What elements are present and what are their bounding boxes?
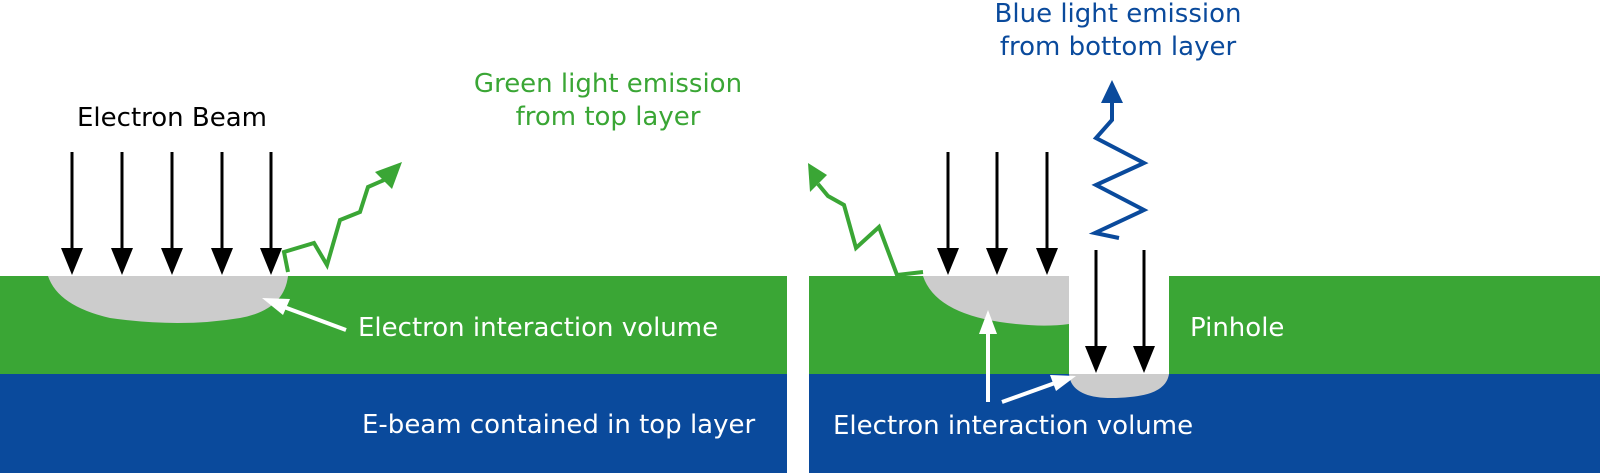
beam-arrow: [986, 152, 1008, 275]
pinhole-label: Pinhole: [1190, 313, 1284, 343]
left-green-emission-arrow: [281, 162, 402, 273]
right-volume-pointer-arrows: [979, 310, 1076, 404]
right-top-interaction-volume: [923, 276, 1069, 326]
blue-emission-label-line1: Blue light emission: [995, 0, 1242, 29]
green-emission-label-line1: Green light emission: [474, 69, 742, 99]
left-volume-label: Electron interaction volume: [358, 313, 718, 343]
electron-beam-label: Electron Beam: [77, 103, 267, 133]
beam-arrow: [937, 152, 959, 275]
right-volume-label: Electron interaction volume: [833, 411, 1193, 441]
left-blue-bottom-layer: [0, 374, 787, 473]
right-electron-beam-arrows: [937, 152, 1058, 275]
beam-arrow: [260, 152, 282, 275]
left-interaction-volume: [48, 276, 288, 323]
blue-emission-label-line2: from bottom layer: [1000, 32, 1237, 62]
beam-arrow: [111, 152, 133, 275]
left-electron-beam-arrows: [61, 152, 282, 275]
right-blue-bottom-layer: [809, 374, 1600, 473]
beam-arrow: [61, 152, 83, 275]
beam-arrow: [1036, 152, 1058, 275]
beam-arrow: [1133, 250, 1155, 373]
right-green-emission-arrow: [808, 163, 924, 278]
beam-arrow: [161, 152, 183, 275]
left-volume-pointer-arrow: [262, 298, 347, 332]
pinhole-opening: [1069, 276, 1169, 374]
beam-arrow: [211, 152, 233, 275]
panel-divider-gap: [787, 276, 809, 473]
right-bottom-interaction-volume: [1069, 374, 1169, 398]
e-beam-contained-label: E-beam contained in top layer: [362, 410, 755, 440]
blue-emission-arrow: [1088, 80, 1149, 240]
green-emission-label-line2: from top layer: [516, 102, 701, 132]
pinhole-electron-beam-arrows: [1085, 250, 1155, 373]
beam-arrow: [1085, 250, 1107, 373]
